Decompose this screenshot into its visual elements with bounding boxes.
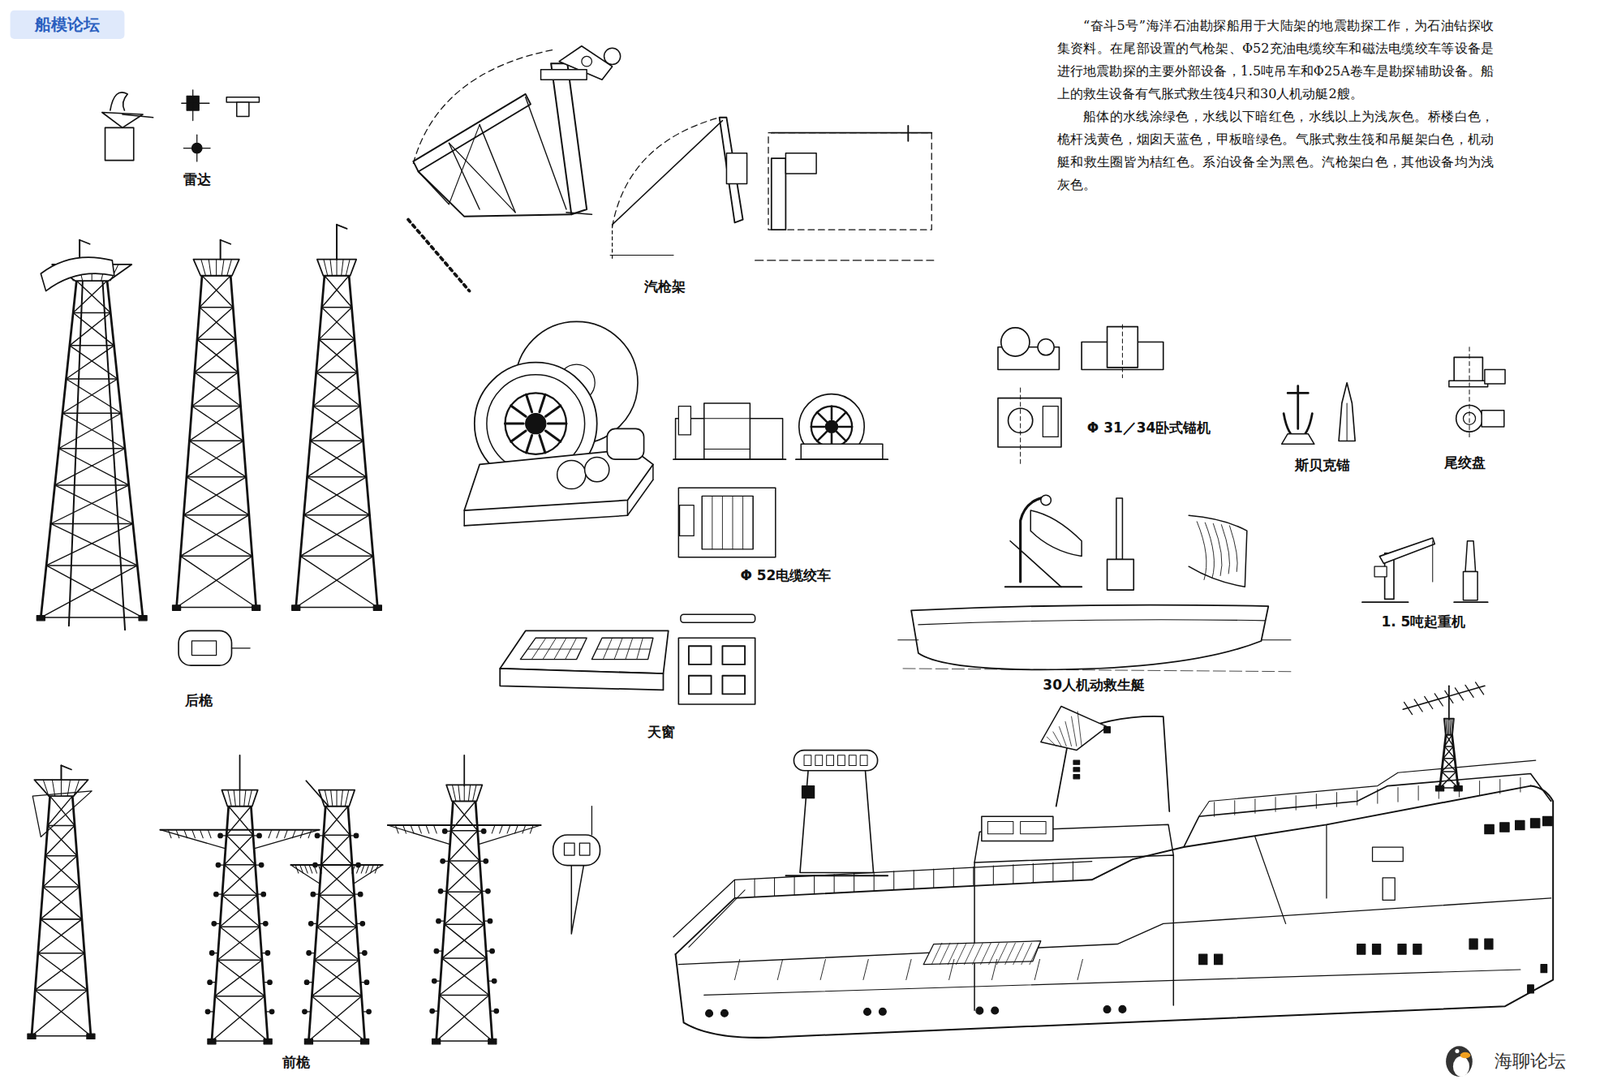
part-label: 斯贝克锚 xyxy=(1292,455,1353,474)
ship-hull xyxy=(673,682,1553,1038)
part-label: 30人机动救生艇 xyxy=(1040,675,1148,694)
radar-sketch xyxy=(102,90,260,162)
crane xyxy=(1362,537,1489,603)
part-label: 尾绞盘 xyxy=(1441,453,1489,472)
gun-frame xyxy=(408,46,934,292)
note-text: “奋斗5号”海洋石油勘探船用于大陆架的地震勘探工作，为石油钻探收集资料。在尾部设… xyxy=(1057,14,1494,106)
part-label: 前桅 xyxy=(279,1053,313,1071)
part-label: Φ 31／34卧式锚机 xyxy=(1084,418,1214,437)
mast-elevation xyxy=(27,755,601,1045)
anchor-windlass xyxy=(997,324,1164,465)
capstan xyxy=(1449,347,1506,438)
mast-elevation xyxy=(36,224,382,666)
note-block: “奋斗5号”海洋石油勘探船用于大陆架的地震勘探工作，为石油钻探收集资料。在尾部设… xyxy=(1057,14,1494,197)
part-label: 后桅 xyxy=(182,691,216,710)
watermark-icon xyxy=(10,10,1473,1077)
part-label: 雷达 xyxy=(180,170,214,189)
note-text: 船体的水线涂绿色，水线以下暗红色，水线以上为浅灰色。桥楼白色，桅杆浅黄色，烟囱天… xyxy=(1057,105,1494,197)
part-label: Φ 52电缆绞车 xyxy=(737,566,834,585)
part-label: 天窗 xyxy=(645,722,678,741)
skylight xyxy=(499,614,755,705)
funnel-view xyxy=(785,750,888,877)
anchor xyxy=(1281,382,1356,444)
watermark: 海聊论坛 xyxy=(1492,1049,1569,1073)
lifeboat xyxy=(898,494,1291,672)
part-label: 1. 5吨起重机 xyxy=(1378,612,1468,631)
watermark: 船模论坛 xyxy=(32,13,103,35)
part-label: 汽枪架 xyxy=(641,277,689,296)
cable-winch xyxy=(464,321,888,558)
